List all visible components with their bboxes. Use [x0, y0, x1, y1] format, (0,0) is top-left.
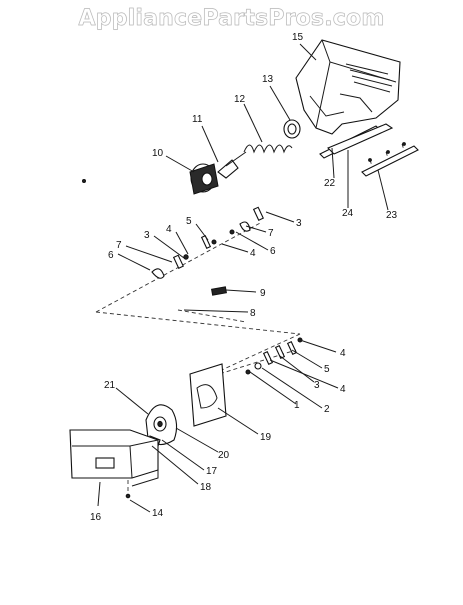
lower-shaft-hardware — [245, 337, 303, 375]
callout-4c: 4 — [340, 348, 346, 359]
callout-9: 9 — [260, 288, 266, 299]
callout-24: 24 — [342, 208, 354, 219]
callout-12: 12 — [234, 94, 246, 105]
callout-15: 15 — [292, 32, 304, 43]
leader-lines — [97, 43, 389, 513]
stray-dot — [82, 179, 86, 183]
upper-shaft-hardware — [151, 206, 264, 279]
callout-13: 13 — [262, 74, 274, 85]
callout-16: 16 — [90, 512, 102, 523]
shaft-clip-left — [151, 268, 165, 279]
callout-7a: 7 — [116, 240, 122, 251]
callout-1: 1 — [294, 400, 300, 411]
callout-3b: 3 — [314, 380, 320, 391]
cover-screw — [125, 480, 131, 499]
callout-4b: 4 — [250, 248, 256, 259]
callout-6a: 6 — [108, 250, 114, 261]
shaft-clip-right — [239, 221, 251, 232]
ice-bucket — [295, 39, 401, 135]
front-cover — [69, 429, 159, 487]
callout-6b: 6 — [270, 246, 276, 257]
callout-2: 2 — [324, 404, 330, 415]
washer-lower — [254, 362, 262, 370]
washer-right — [252, 206, 264, 222]
callout-8: 8 — [250, 308, 256, 319]
callout-21: 21 — [104, 380, 116, 391]
auger-bearing — [283, 119, 301, 139]
callout-19: 19 — [260, 432, 272, 443]
callout-23: 23 — [386, 210, 398, 221]
housing-plate — [189, 363, 227, 427]
watermark: AppliancePartsPros.com — [78, 6, 385, 32]
auger-motor-coupling — [189, 163, 219, 195]
spacer-lower-a — [262, 350, 274, 366]
ring-mid — [211, 239, 217, 245]
auger-spring — [243, 144, 293, 154]
callout-20: 20 — [218, 450, 230, 461]
washer-left — [172, 254, 184, 270]
auger-shaft — [217, 151, 247, 179]
callout-4d: 4 — [340, 384, 346, 395]
nut-lower — [245, 369, 251, 375]
callout-5b: 5 — [324, 364, 330, 375]
callout-5a: 5 — [186, 216, 192, 227]
coupler-pin — [211, 286, 227, 296]
callout-18: 18 — [200, 482, 212, 493]
callout-10: 10 — [152, 148, 164, 159]
callout-4a: 4 — [166, 224, 172, 235]
ring-right — [229, 229, 235, 235]
washer-mid — [200, 234, 212, 250]
spacer-left — [183, 254, 189, 260]
mounting-bracket — [361, 142, 419, 177]
callout-7b: 7 — [268, 228, 274, 239]
callout-11: 11 — [192, 114, 203, 125]
callout-3c: 3 — [296, 218, 302, 229]
callout-3a: 3 — [144, 230, 150, 241]
callout-22: 22 — [324, 178, 336, 189]
callout-14: 14 — [152, 508, 164, 519]
callout-17: 17 — [206, 466, 218, 477]
callout-labels: 15 13 12 11 10 22 24 23 3 7 6 4 5 4 3 7 … — [90, 32, 398, 523]
